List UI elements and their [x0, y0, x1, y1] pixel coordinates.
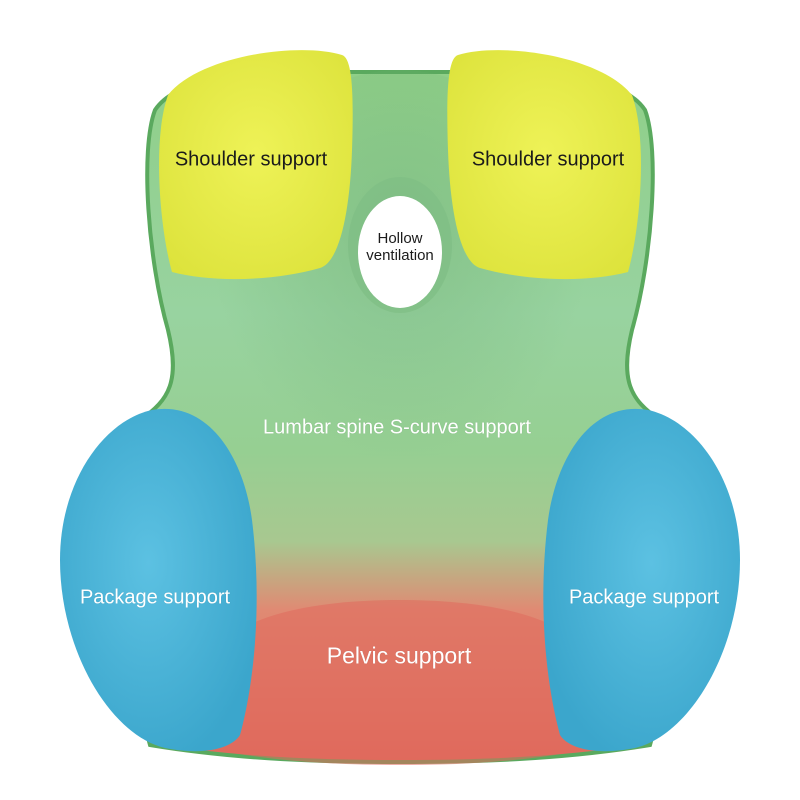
- shoulder-support-label-left: Shoulder support: [174, 148, 328, 171]
- shoulder-zone-left: [159, 50, 353, 280]
- shoulder-zone-right: [447, 50, 641, 280]
- hollow-ventilation-label: Hollow ventilation: [366, 230, 434, 264]
- hollow-label-line1: Hollow: [377, 230, 423, 247]
- package-zone-right: [543, 408, 740, 752]
- pelvic-zone: [215, 600, 585, 765]
- package-support-label-right: Package support: [568, 586, 720, 609]
- package-support-label-left: Package support: [79, 586, 231, 609]
- pelvic-support-label: Pelvic support: [326, 642, 472, 669]
- hollow-hole: [358, 196, 442, 308]
- hollow-label-line2: ventilation: [366, 247, 434, 264]
- shoulder-support-label-right: Shoulder support: [471, 148, 625, 171]
- package-zone-left: [60, 408, 257, 752]
- lumbar-support-label: Lumbar spine S-curve support: [263, 416, 531, 439]
